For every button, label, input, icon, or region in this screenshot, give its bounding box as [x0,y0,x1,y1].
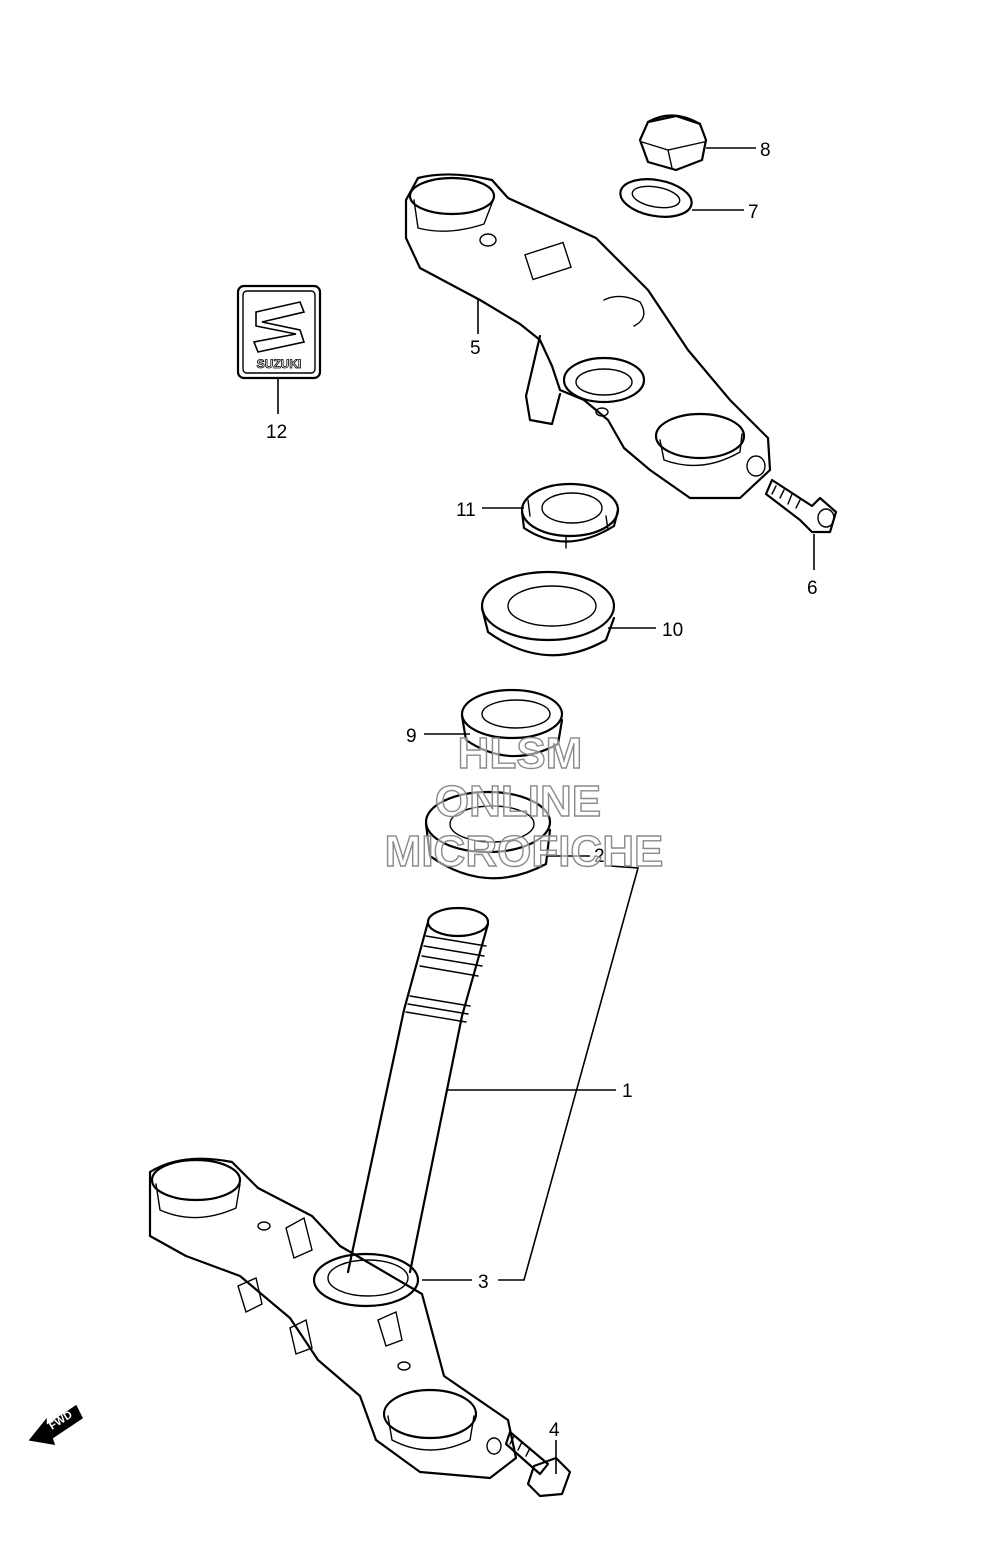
callout-labels: 8 7 5 12 11 6 10 9 2 1 3 4 [266,140,818,1441]
callout-1[interactable]: 1 [622,1081,633,1102]
callout-4[interactable]: 4 [549,1420,560,1441]
part-7-washer[interactable] [617,174,694,222]
part-12-emblem[interactable]: SUZUKI [236,284,322,380]
callout-11[interactable]: 11 [456,500,476,521]
watermark-line-3: MICROFICHE [385,827,664,876]
part-11-lock-nut[interactable] [520,482,620,549]
part-8-cap-nut[interactable] [638,114,708,172]
part-9-bearing[interactable] [460,688,564,758]
watermark: HLSM ONLINE MICROFICHE [384,728,664,876]
part-4-bolt[interactable] [504,1430,572,1498]
part-3-seal-ring[interactable] [312,1252,420,1308]
callout-8[interactable]: 8 [760,140,771,161]
watermark-line-1: HLSM [458,729,583,778]
callout-12[interactable]: 12 [266,422,287,443]
watermark-line-2: ONLINE [435,777,601,826]
leader-lines [277,147,815,1474]
fwd-arrow: FWD [28,1404,83,1445]
part-6-bolt[interactable] [764,478,838,534]
callout-10[interactable]: 10 [662,620,683,641]
suzuki-s-logo-icon [252,301,306,353]
part-10-dust-seal[interactable] [480,570,616,657]
part-2-bearing[interactable] [424,790,552,880]
callout-2[interactable]: 2 [594,846,605,867]
callout-5[interactable]: 5 [470,338,481,359]
callout-9[interactable]: 9 [406,726,417,747]
callout-6[interactable]: 6 [807,578,818,599]
callout-7[interactable]: 7 [748,202,759,223]
callout-3[interactable]: 3 [478,1272,489,1293]
part-5-upper-bracket[interactable] [404,173,772,500]
emblem-text: SUZUKI [257,357,302,371]
part-1-steering-stem[interactable] [148,906,518,1480]
